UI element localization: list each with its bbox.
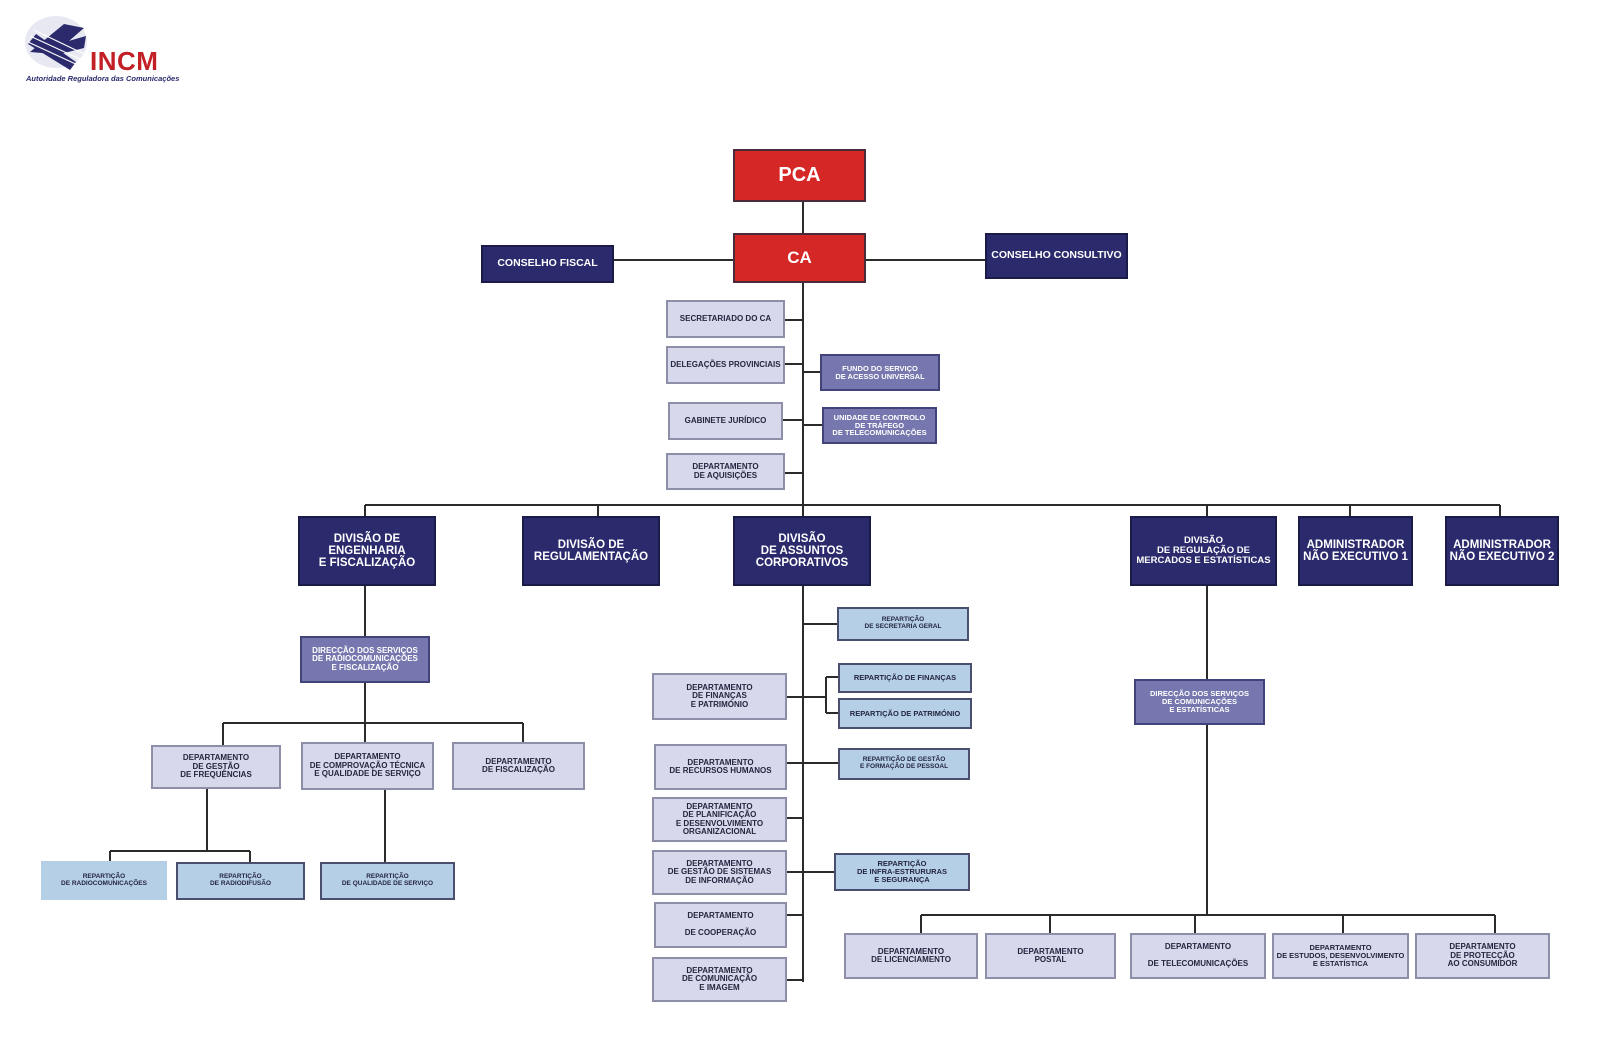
node-dep-sistemas-informacao: DEPARTAMENTO DE GESTÃO DE SISTEMAS DE IN… [652, 850, 787, 895]
node-delegacoes: DELEGAÇÕES PROVINCIAIS [666, 346, 785, 384]
node-pca: PCA [733, 149, 866, 202]
logo-tagline: Autoridade Reguladora das Comunicações [26, 74, 180, 83]
node-dep-financas: DEPARTAMENTO DE FINANÇAS E PATRIMÓNIO [652, 673, 787, 720]
logo-name: INCM [90, 46, 159, 76]
node-fundo: FUNDO DO SERVIÇO DE ACESSO UNIVERSAL [820, 354, 940, 391]
node-dir-comunicacoes: DIRECÇÃO DOS SERVIÇOS DE COMUNICAÇÕES E … [1134, 679, 1265, 725]
node-gabinete: GABINETE JURÍDICO [668, 402, 783, 440]
node-div-mercados: DIVISÃO DE REGULAÇÃO DE MERCADOS E ESTAT… [1130, 516, 1277, 586]
node-div-regulamentacao: DIVISÃO DE REGULAMENTAÇÃO [522, 516, 660, 586]
node-rep-financas: REPARTIÇÃO DE FINANÇAS [838, 663, 972, 693]
node-unidade: UNIDADE DE CONTROLO DE TRÁFEGO DE TELECO… [822, 407, 937, 444]
node-dep-telecomunicacoes: DEPARTAMENTO DE TELECOMUNICAÇÕES [1130, 933, 1266, 979]
node-dep-frequencias: DEPARTAMENTO DE GESTÃO DE FREQUÊNCIAS [151, 745, 281, 789]
node-conselho-fiscal: CONSELHO FISCAL [481, 245, 614, 283]
node-rep-secretaria: REPARTIÇÃO DE SECRETARIA GERAL [837, 607, 969, 641]
node-dep-recursos-humanos: DEPARTAMENTO DE RECURSOS HUMANOS [654, 744, 787, 790]
node-rep-gestao-pessoal: REPARTIÇÃO DE GESTÃO E FORMAÇÃO DE PESSO… [838, 748, 970, 780]
node-div-corporativos: DIVISÃO DE ASSUNTOS CORPORATIVOS [733, 516, 871, 586]
node-div-engenharia: DIVISÃO DE ENGENHARIA E FISCALIZAÇÃO [298, 516, 436, 586]
node-dep-licenciamento: DEPARTAMENTO DE LICENCIAMENTO [844, 933, 978, 979]
node-dep-comunicacao: DEPARTAMENTO DE COMUNICAÇÃO E IMAGEM [652, 957, 787, 1002]
node-ca: CA [733, 233, 866, 283]
node-aquisicoes: DEPARTAMENTO DE AQUISIÇÕES [666, 453, 785, 490]
node-admin-1: ADMINISTRADOR NÃO EXECUTIVO 1 [1298, 516, 1413, 586]
incm-logo-icon [25, 16, 87, 70]
node-dep-estudos: DEPARTAMENTO DE ESTUDOS, DESENVOLVIMENTO… [1272, 933, 1409, 979]
node-admin-2: ADMINISTRADOR NÃO EXECUTIVO 2 [1445, 516, 1559, 586]
node-rep-patrimonio: REPARTIÇÃO DE PATRIMÓNIO [838, 698, 972, 729]
node-rep-radiocomunicacoes: REPARTIÇÃO DE RADIOCOMUNICAÇÕES [41, 861, 167, 900]
node-dep-fiscalizacao: DEPARTAMENTO DE FISCALIZAÇÃO [452, 742, 585, 790]
node-secretariado: SECRETARIADO DO CA [666, 300, 785, 338]
node-rep-infraestruturas: REPARTIÇÃO DE INFRA-ESTRURURAS E SEGURAN… [834, 853, 970, 891]
node-rep-radiodifusao: REPARTIÇÃO DE RADIODIFUSÃO [176, 862, 305, 900]
node-dep-comprovacao: DEPARTAMENTO DE COMPROVAÇÃO TÉCNICA E QU… [301, 742, 434, 790]
node-dep-postal: DEPARTAMENTO POSTAL [985, 933, 1116, 979]
node-dir-radiocomunicacoes: DIRECÇÃO DOS SERVIÇOS DE RADIOCOMUNICAÇÕ… [300, 636, 430, 683]
node-dep-planificacao: DEPARTAMENTO DE PLANIFICAÇÃO E DESENVOLV… [652, 797, 787, 842]
node-conselho-consultivo: CONSELHO CONSULTIVO [985, 233, 1128, 279]
node-dep-cooperacao: DEPARTAMENTO DE COOPERAÇÃO [654, 902, 787, 948]
node-rep-qualidade: REPARTIÇÃO DE QUALIDADE DE SERVIÇO [320, 862, 455, 900]
node-dep-proteccao: DEPARTAMENTO DE PROTECÇÃO AO CONSUMIDOR [1415, 933, 1550, 979]
